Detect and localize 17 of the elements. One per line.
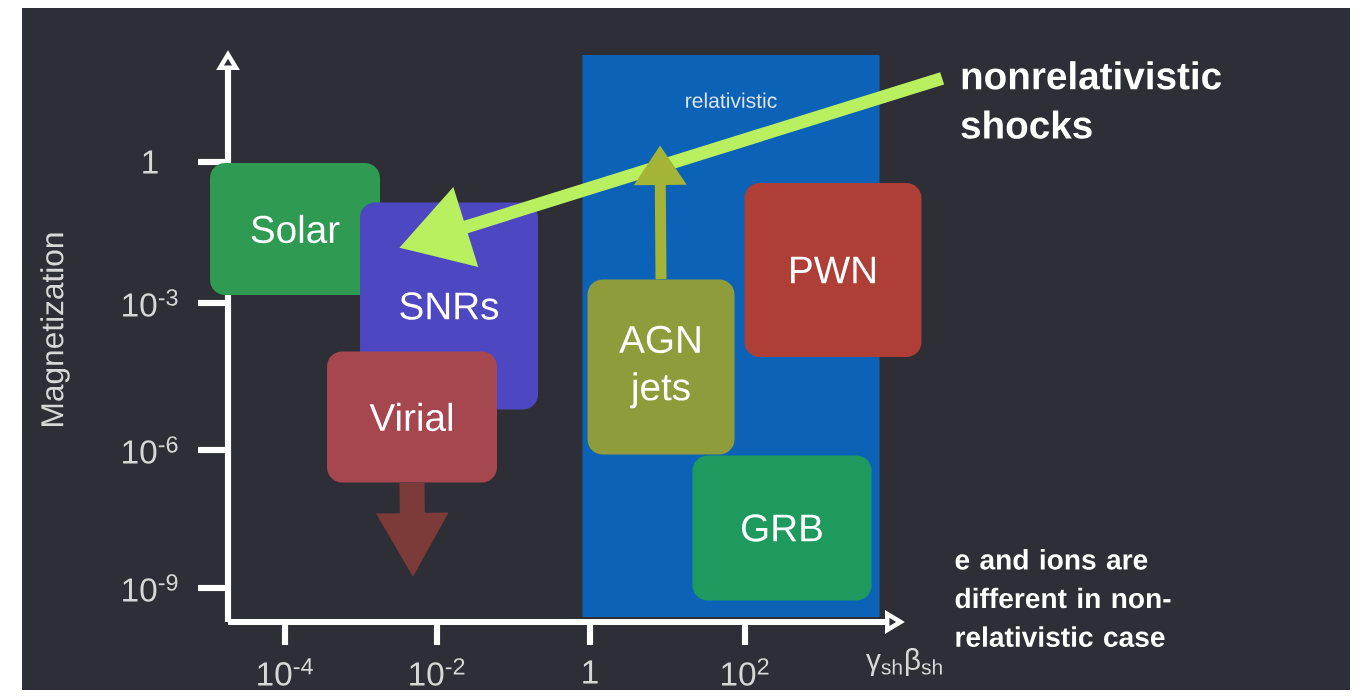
- region-box: AGN jets: [587, 279, 735, 455]
- tick-label: 10$^{2}$: [722, 658, 769, 686]
- axis-label: Magnetization: [40, 233, 70, 426]
- region-box: PWN: [744, 183, 922, 357]
- tick-label: 10$^{-6}$: [123, 436, 178, 464]
- note-text: e and ions are different in non-relativistic case: [955, 549, 1171, 647]
- tick-label: 10$^{-2}$: [410, 658, 465, 686]
- tick-label: 1: [143, 150, 158, 174]
- axis-label: γ$_{sh}$β$_{sh}$: [866, 648, 942, 676]
- tick-label: 10$^{-3}$: [123, 289, 178, 317]
- region-box: Solar: [210, 163, 380, 295]
- tick-label: 10$^{-4}$: [258, 658, 313, 686]
- region-box: GRB: [692, 455, 872, 601]
- tick-label: 10$^{-9}$: [123, 574, 178, 602]
- region-box: Virial: [327, 351, 497, 483]
- tick-label: 1: [583, 660, 598, 684]
- callout-text: nonrelativistic shocks: [961, 61, 1221, 139]
